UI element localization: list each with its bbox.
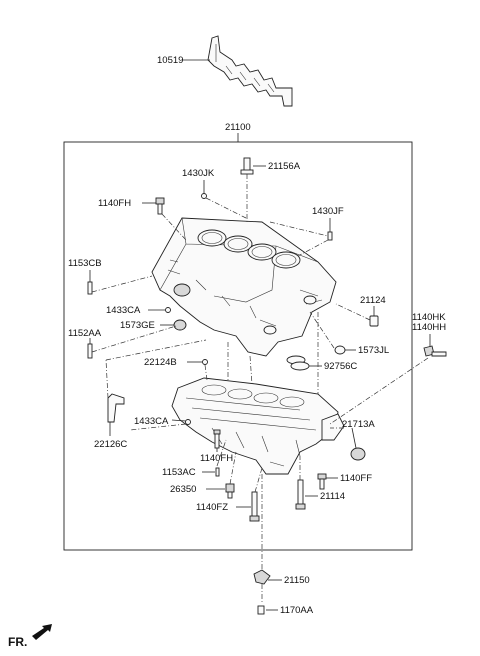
- label-1152AA: 1152AA: [68, 328, 102, 339]
- label-1573GE: 1573GE: [120, 320, 155, 331]
- label-22126C: 22126C: [94, 439, 127, 450]
- label-1573JL: 1573JL: [358, 345, 389, 356]
- label-10519: 10519: [157, 55, 183, 66]
- label-21713A: 21713A: [342, 419, 375, 430]
- label-1433CA-low: 1433CA: [134, 416, 169, 427]
- label-1140HK: 1140HK: [412, 312, 446, 323]
- part-1433CA-top: [165, 307, 171, 313]
- label-1170AA: 1170AA: [280, 605, 314, 616]
- label-21100: 21100: [225, 122, 251, 133]
- part-22124B: [202, 359, 208, 365]
- part-1140FF: [317, 473, 327, 490]
- part-1153AC: [215, 467, 220, 477]
- part-21114: [295, 479, 306, 510]
- part-1573JL: [334, 345, 346, 355]
- part-10519-bracket: [207, 35, 293, 107]
- label-22124B: 22124B: [144, 357, 177, 368]
- part-1170AA: [257, 605, 265, 615]
- part-21124: [369, 315, 379, 327]
- label-fr: FR.: [8, 635, 27, 649]
- label-21124: 21124: [360, 295, 386, 306]
- crankcase-lower: [171, 377, 345, 475]
- part-1140HK-bolt: [423, 345, 447, 357]
- part-21713A: [350, 447, 366, 461]
- front-arrow-icon: [32, 624, 52, 640]
- label-21114: 21114: [320, 491, 345, 502]
- label-1140FZ: 1140FZ: [196, 502, 228, 513]
- part-1140FH-top: [155, 197, 165, 215]
- label-1430JF: 1430JF: [312, 206, 344, 217]
- cylinder-block-upper: [151, 217, 337, 357]
- label-1140FH-top: 1140FH: [98, 198, 131, 209]
- label-1430JK: 1430JK: [182, 168, 215, 179]
- part-22126C-tube: [107, 393, 125, 423]
- part-92756C-oring: [286, 355, 310, 371]
- label-92756C: 92756C: [324, 361, 357, 372]
- label-26350: 26350: [170, 484, 196, 495]
- label-1433CA-top: 1433CA: [106, 305, 141, 316]
- part-1153CB: [87, 281, 93, 295]
- label-1153AC: 1153AC: [162, 467, 196, 478]
- label-21150: 21150: [284, 575, 310, 586]
- part-1140FH-low: [213, 429, 221, 449]
- label-1153CB: 1153CB: [68, 258, 102, 269]
- part-1140FZ: [249, 491, 260, 522]
- part-21156A: [240, 157, 254, 175]
- part-21150: [253, 569, 271, 585]
- label-1140FH-low: 1140FH: [200, 453, 233, 464]
- part-1152AA: [87, 343, 93, 359]
- label-21156A: 21156A: [268, 161, 301, 172]
- assembly-frame: [63, 141, 413, 551]
- part-1430JK: [201, 193, 207, 199]
- label-1140HH: 1140HH: [412, 322, 446, 333]
- part-1433CA-low: [185, 419, 191, 425]
- part-26350: [225, 483, 235, 499]
- label-1140FF: 1140FF: [340, 473, 372, 484]
- part-1573GE: [173, 319, 187, 331]
- part-1430JF: [327, 231, 333, 241]
